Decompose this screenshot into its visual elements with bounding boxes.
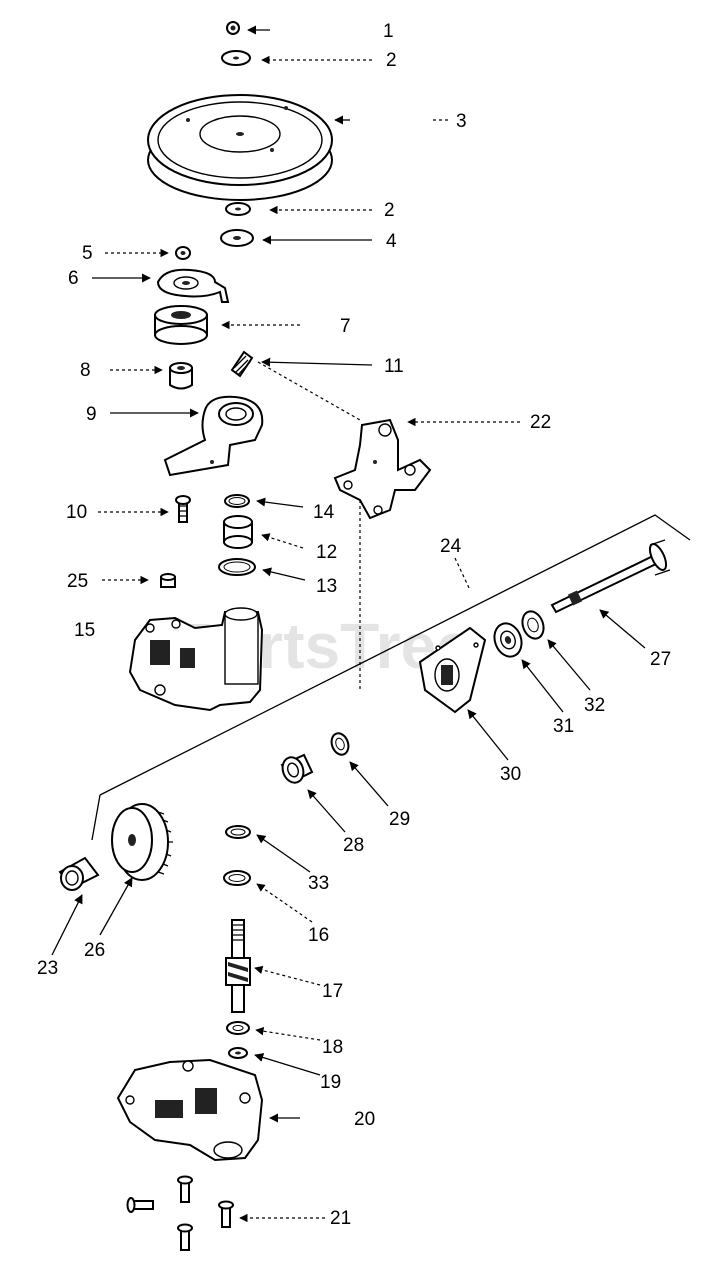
part-26-gear[interactable] bbox=[111, 803, 173, 881]
callout-12: 12 bbox=[316, 542, 337, 563]
part-12-sleeve[interactable] bbox=[223, 515, 253, 549]
leader-11-22 bbox=[257, 361, 361, 421]
callout-7: 7 bbox=[340, 316, 351, 337]
callout-6: 6 bbox=[68, 268, 79, 289]
part-6-plate[interactable] bbox=[156, 268, 230, 303]
callout-15: 15 bbox=[74, 620, 95, 641]
part-27-shaft[interactable] bbox=[550, 539, 671, 614]
part-21-bolts[interactable] bbox=[126, 1175, 234, 1251]
part-2-washer-top[interactable] bbox=[221, 50, 251, 66]
callout-14: 14 bbox=[313, 502, 335, 523]
part-1-nut[interactable] bbox=[226, 21, 240, 35]
part-30-plate[interactable] bbox=[418, 626, 487, 714]
part-31-bearing[interactable] bbox=[490, 620, 526, 661]
callout-1: 1 bbox=[383, 21, 394, 42]
callout-4: 4 bbox=[386, 231, 397, 252]
part-5-nut[interactable] bbox=[175, 246, 191, 260]
callout-18: 18 bbox=[322, 1037, 343, 1058]
callout-labels: 1 2 3 2 4 5 6 7 8 11 9 22 10 14 24 12 25… bbox=[37, 21, 671, 1229]
part-18-washer[interactable] bbox=[226, 1021, 250, 1035]
callout-22: 22 bbox=[530, 412, 551, 433]
part-9-idler-arm[interactable] bbox=[163, 395, 264, 477]
callout-26: 26 bbox=[84, 940, 105, 961]
part-11-spring[interactable] bbox=[230, 350, 254, 378]
callout-3: 3 bbox=[456, 111, 467, 132]
callout-5: 5 bbox=[82, 243, 93, 264]
part-19-washer[interactable] bbox=[228, 1047, 248, 1059]
callout-16: 16 bbox=[308, 925, 329, 946]
callout-29: 29 bbox=[389, 809, 410, 830]
callout-10: 10 bbox=[66, 502, 87, 523]
part-13-gasket-ring[interactable] bbox=[218, 558, 256, 576]
part-22-bracket[interactable] bbox=[333, 418, 432, 520]
callout-2: 2 bbox=[386, 50, 397, 71]
part-10-bolt[interactable] bbox=[175, 495, 191, 523]
callout-31: 31 bbox=[553, 716, 574, 737]
callout-8: 8 bbox=[80, 360, 91, 381]
part-7-bearing[interactable] bbox=[154, 305, 208, 345]
callout-27: 27 bbox=[650, 649, 671, 670]
part-2-washer-bottom[interactable] bbox=[225, 202, 251, 216]
callout-23: 23 bbox=[37, 958, 58, 979]
part-28-bushing[interactable] bbox=[279, 753, 314, 785]
callout-11: 11 bbox=[384, 356, 404, 377]
assembly-line-24 bbox=[99, 514, 691, 796]
callout-2: 2 bbox=[384, 200, 395, 221]
callout-24: 24 bbox=[440, 536, 462, 557]
callout-21: 21 bbox=[330, 1208, 351, 1229]
part-32-washer[interactable] bbox=[519, 608, 547, 641]
part-4-washer[interactable] bbox=[220, 229, 254, 247]
part-20-lower-housing[interactable] bbox=[116, 1058, 264, 1162]
part-16-washer[interactable] bbox=[223, 870, 251, 886]
callout-17: 17 bbox=[322, 981, 343, 1002]
callout-32: 32 bbox=[584, 695, 605, 716]
part-8-bushing[interactable] bbox=[169, 362, 193, 390]
callout-28: 28 bbox=[343, 835, 364, 856]
callout-20: 20 bbox=[354, 1109, 375, 1130]
part-33-washer[interactable] bbox=[225, 825, 251, 839]
callout-30: 30 bbox=[500, 764, 521, 785]
leader-lines bbox=[51, 25, 646, 1223]
callout-25: 25 bbox=[67, 571, 88, 592]
part-23-bushing[interactable] bbox=[58, 856, 100, 891]
part-25-plug[interactable] bbox=[160, 573, 176, 588]
part-3-pulley[interactable] bbox=[147, 94, 333, 201]
part-17-worm-shaft[interactable] bbox=[225, 919, 251, 1013]
callout-19: 19 bbox=[320, 1072, 341, 1093]
part-14-o-ring[interactable] bbox=[224, 494, 250, 508]
callout-13: 13 bbox=[316, 576, 337, 597]
part-29-ring[interactable] bbox=[329, 731, 352, 757]
callout-9: 9 bbox=[86, 404, 97, 425]
assembly-line-23 bbox=[91, 794, 101, 841]
part-15-upper-housing[interactable] bbox=[128, 607, 264, 712]
callout-33: 33 bbox=[308, 873, 329, 894]
